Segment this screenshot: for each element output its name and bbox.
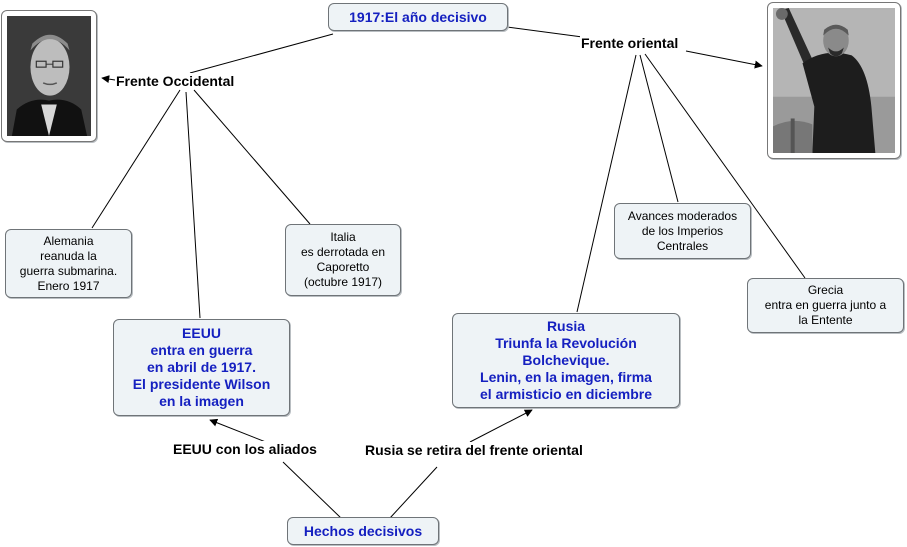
label-frente-occidental: Frente Occidental: [115, 73, 236, 89]
node-eeuu[interactable]: EEUU entra en guerra en abril de 1917. E…: [113, 319, 290, 416]
node-alemania[interactable]: Alemania reanuda la guerra submarina. En…: [5, 229, 132, 298]
node-rusia[interactable]: Rusia Triunfa la Revolución Bolchevique.…: [452, 313, 680, 408]
node-avances-imperios[interactable]: Avances moderados de los Imperios Centra…: [614, 203, 751, 259]
label-frente-oriental: Frente oriental: [580, 35, 680, 51]
node-italia[interactable]: Italia es derrotada en Caporetto (octubr…: [285, 224, 401, 296]
map-title[interactable]: 1917:El año decisivo: [328, 3, 508, 31]
node-hechos-decisivos[interactable]: Hechos decisivos: [287, 517, 439, 545]
label-eeuu-aliados: EEUU con los aliados: [172, 441, 318, 457]
lenin-speech-photo: [767, 2, 901, 159]
label-rusia-retira: Rusia se retira del frente oriental: [364, 442, 584, 458]
wilson-portrait-photo: [1, 10, 97, 142]
node-grecia[interactable]: Grecia entra en guerra junto a la Entent…: [747, 278, 904, 333]
